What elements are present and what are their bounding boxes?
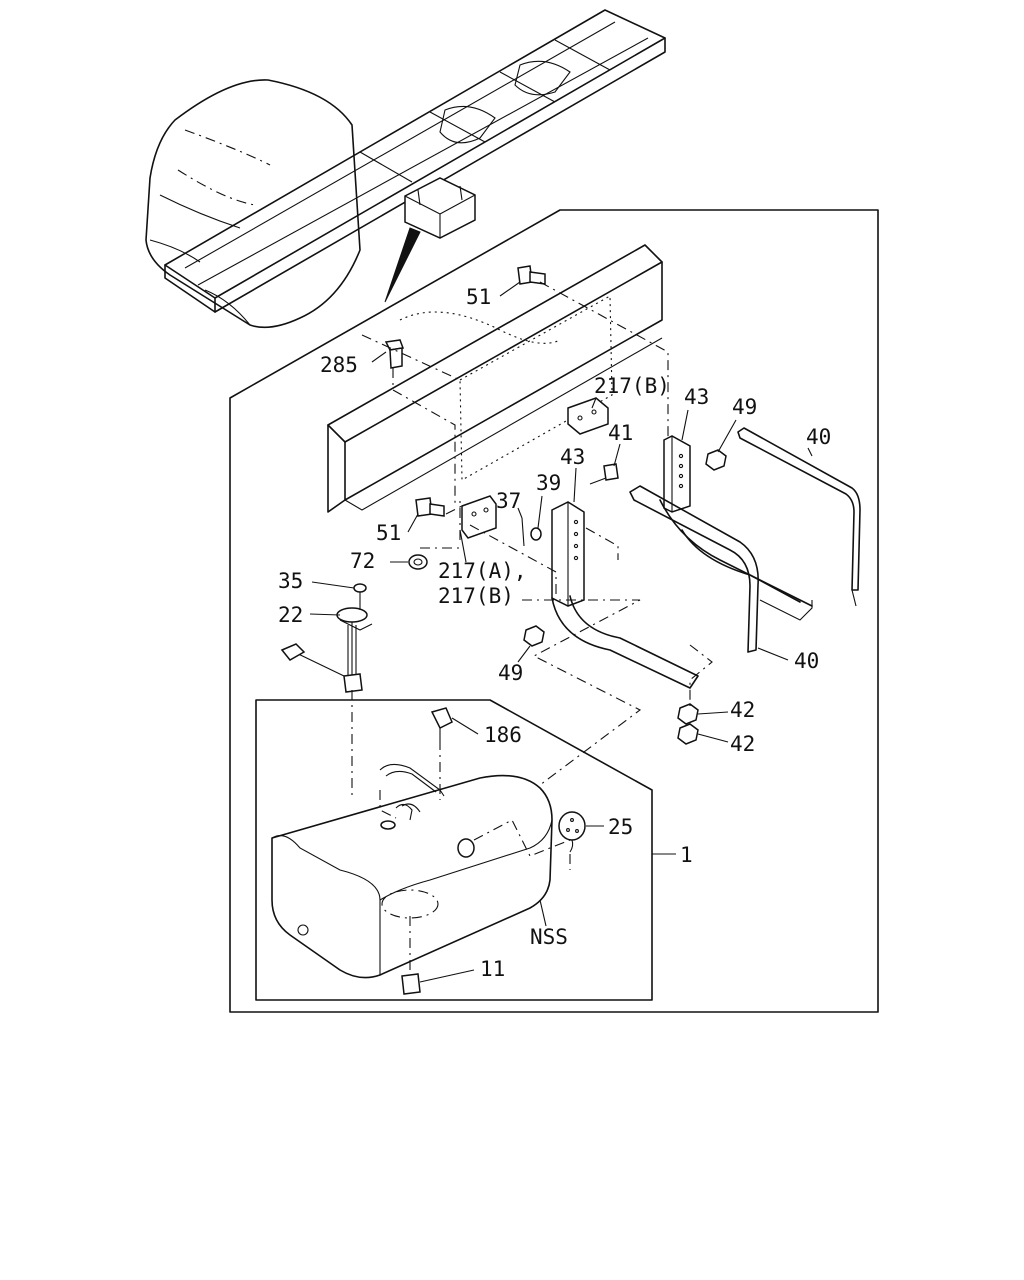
- bolt-51-top: [517, 265, 546, 285]
- tank-hoses: [379, 763, 445, 821]
- filler-cap-25: [558, 811, 586, 853]
- callout-49-bottom: 49: [498, 661, 523, 685]
- callout-42-a: 42: [730, 698, 755, 722]
- tank-band-40-rod: [737, 427, 861, 607]
- tank-strap-43-right: [663, 435, 691, 513]
- bolt-51-left: [415, 497, 445, 517]
- callout-42-b: 42: [730, 732, 755, 756]
- callout-217a: 217(A),: [438, 559, 527, 583]
- nut-72: [408, 554, 428, 570]
- tank-assembly-frame: [255, 699, 653, 1001]
- truck-overview: [145, 9, 666, 329]
- callout-nss: NSS: [530, 925, 568, 949]
- bracket-217b-top: [567, 397, 609, 435]
- callout-40-top: 40: [806, 425, 831, 449]
- callout-43-right: 43: [684, 385, 709, 409]
- callout-217b-top: 217(B): [594, 374, 670, 398]
- callout-41: 41: [608, 421, 633, 445]
- drain-plug-11: [401, 973, 421, 995]
- fuel-tank-body: [271, 774, 553, 979]
- nut-42-b: [677, 723, 699, 745]
- callout-51-top: 51: [466, 285, 491, 309]
- bracket-217a: [461, 495, 497, 539]
- tank-band-40: [551, 485, 813, 689]
- bolt-41: [589, 463, 619, 485]
- callout-25: 25: [608, 815, 633, 839]
- callout-49-top: 49: [732, 395, 757, 419]
- frame-rail-section: [327, 244, 663, 513]
- callout-37: 37: [496, 489, 521, 513]
- screw-35: [353, 583, 367, 600]
- callout-186: 186: [484, 723, 522, 747]
- fuel-sender-22: [280, 607, 373, 693]
- callout-1: 1: [680, 843, 693, 867]
- breather-fitting-186: [430, 707, 453, 740]
- nut-42-a: [677, 703, 699, 725]
- washer-39: [530, 527, 542, 541]
- callout-40-bottom: 40: [794, 649, 819, 673]
- pin-37: [521, 517, 525, 547]
- callout-22: 22: [278, 603, 303, 627]
- callout-11: 11: [480, 957, 505, 981]
- leader-lines: [309, 281, 813, 983]
- nut-49-bottom: [523, 625, 545, 647]
- callout-labels: 51 285 217(B) 43 49 40 41 43 39 37 51 72…: [278, 285, 831, 981]
- callout-217b: 217(B): [438, 584, 514, 608]
- alignment-lines: [351, 281, 713, 972]
- callout-35: 35: [278, 569, 303, 593]
- callout-72: 72: [350, 549, 375, 573]
- detail-frame: [229, 209, 879, 1013]
- callout-39: 39: [536, 471, 561, 495]
- nut-49-top: [705, 449, 727, 471]
- callout-285: 285: [320, 353, 358, 377]
- callout-51-left: 51: [376, 521, 401, 545]
- bolt-285: [384, 339, 405, 369]
- tank-strap-43-left: [551, 501, 585, 607]
- callout-43-left: 43: [560, 445, 585, 469]
